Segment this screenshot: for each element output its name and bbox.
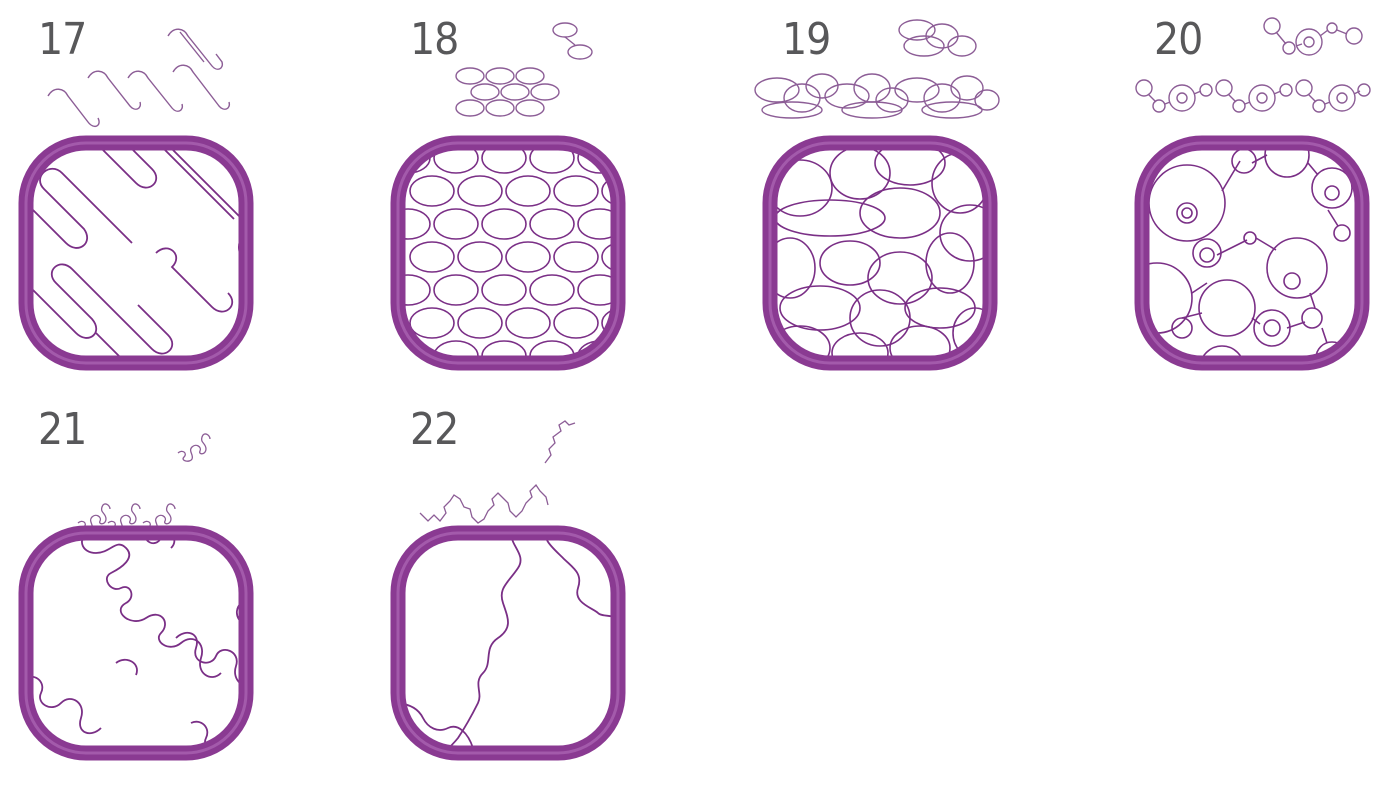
design-sample-icon	[380, 18, 630, 148]
design-18: 18	[380, 18, 630, 398]
design-sample-icon	[8, 408, 258, 538]
design-21: 21	[8, 408, 258, 788]
design-sample-icon	[1124, 18, 1374, 148]
hoop-frame	[16, 133, 256, 373]
design-22: 22	[380, 408, 630, 788]
design-sample-icon	[8, 18, 258, 148]
design-sample-icon	[752, 18, 1002, 148]
design-sample-icon	[380, 408, 630, 538]
design-17: 17	[8, 18, 258, 398]
hoop-frame	[760, 133, 1000, 373]
hoop-frame	[388, 133, 628, 373]
hoop-frame	[16, 523, 256, 763]
design-20: 20	[1124, 18, 1374, 398]
hoop-frame	[388, 523, 628, 763]
design-19: 19	[752, 18, 1002, 398]
hoop-frame	[1132, 133, 1372, 373]
